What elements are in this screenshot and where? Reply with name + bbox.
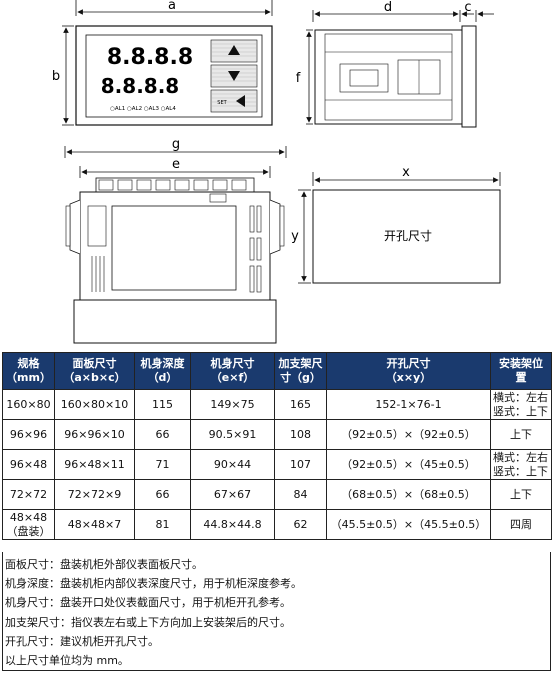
header-body-size: 机身尺寸（e×f） [190,352,275,390]
cell-cutout: （92±0.5）×（92±0.5） [326,419,491,450]
table-row: 96×48 96×48×11 71 90×44 107 （92±0.5）×（45… [2,449,552,480]
front-panel-view: a b 8.8.8.8 8.8.8.8 ○AL1 ○AL2 ○AL3 ○AL4 … [52,0,273,126]
cell-body: 90×44 [190,449,275,480]
cell-bracket: 107 [274,449,327,480]
note-line: 以上尺寸单位均为 mm。 [5,654,129,668]
dim-x-label: x [402,165,410,180]
dim-e-label: e [172,157,180,172]
left-arrow-icon[interactable] [236,95,245,107]
dim-b-label: b [52,69,60,84]
cell-bracket: 84 [274,479,327,510]
cell-install: 上下 [490,419,552,450]
note-line: 面板尺寸：盘装机柜外部仪表面板尺寸。 [5,558,203,571]
note-line: 机身深度：盘装机柜内部仪表深度尺寸，用于机柜深度参考。 [5,577,302,591]
cell-body: 90.5×91 [190,419,275,450]
cell-body: 149×75 [190,389,275,420]
cell-panel: 96×48×11 [54,449,135,480]
cell-spec: 160×80 [2,389,55,420]
cell-depth: 115 [134,389,191,420]
header-panel-size: 面板尺寸（a×b×c） [54,352,135,390]
cell-body: 44.8×44.8 [190,509,275,540]
cell-install: 四周 [490,509,552,540]
cell-install: 横式：左右竖式：上下 [490,449,552,480]
size-table: 规格（mm） 面板尺寸（a×b×c） 机身深度（d） 机身尺寸（e×f） 加支架… [2,352,552,540]
table-row: 160×80 160×80×10 115 149×75 165 152-1×76… [2,389,552,420]
dim-c-label: c [464,0,471,15]
cell-panel: 160×80×10 [54,389,135,420]
dim-d-label: d [384,0,392,15]
cell-panel: 48×48×7 [54,509,135,540]
cell-depth: 71 [134,449,191,480]
cell-cutout: （68±0.5）×（68±0.5） [326,479,491,510]
cell-spec: 48×48（盘装） [2,509,55,540]
down-arrow-icon[interactable] [228,71,240,81]
notes-box: 面板尺寸：盘装机柜外部仪表面板尺寸。 机身深度：盘装机柜内部仪表深度尺寸，用于机… [2,552,551,671]
header-cutout-size: 开孔尺寸（x×y） [326,352,491,390]
table-header-row: 规格（mm） 面板尺寸（a×b×c） 机身深度（d） 机身尺寸（e×f） 加支架… [2,352,552,390]
display-top: 8.8.8.8 [107,45,193,70]
cell-panel: 72×72×9 [54,479,135,510]
table-row: 72×72 72×72×9 66 67×67 84 （68±0.5）×（68±0… [2,479,552,510]
cell-panel: 96×96×10 [54,419,135,450]
cell-cutout: （92±0.5）×（45±0.5） [326,449,491,480]
set-label: SET [217,100,227,106]
cell-spec: 72×72 [2,479,55,510]
cell-body: 67×67 [190,479,275,510]
cell-cutout: 152-1×76-1 [326,389,491,420]
cell-bracket: 165 [274,389,327,420]
cell-spec: 96×48 [2,449,55,480]
top-bracket-view: g e [64,137,287,344]
header-body-depth: 机身深度（d） [134,352,191,390]
cell-spec: 96×96 [2,419,55,450]
dim-y-label: y [291,229,299,244]
note-line: 开孔尺寸：建议机柜开孔尺寸。 [5,634,159,648]
header-install-position: 安装架位置 [490,352,552,390]
dim-f-label: f [296,71,301,86]
display-bottom: 8.8.8.8 [101,74,179,98]
dim-a-label: a [168,0,176,13]
cell-bracket: 108 [274,419,327,450]
up-arrow-icon[interactable] [228,45,240,55]
note-line: 机身尺寸：盘装开口处仪表截面尺寸，用于机柜开孔参考。 [5,596,291,610]
side-view: d c f [296,0,494,128]
note-line: 加支架尺寸：指仪表左右或上下方向加上安装架后的尺寸。 [5,615,291,629]
cell-install: 上下 [490,479,552,510]
dim-g-label: g [172,137,180,152]
header-spec: 规格（mm） [2,352,55,390]
cell-depth: 81 [134,509,191,540]
cutout-view: x 开孔尺寸 y [291,165,501,284]
cell-install: 横式：左右竖式：上下 [490,389,552,420]
dimension-drawings: a b 8.8.8.8 8.8.8.8 ○AL1 ○AL2 ○AL3 ○AL4 … [52,0,501,344]
table-row: 48×48（盘装） 48×48×7 81 44.8×44.8 62 （45.5±… [2,509,552,540]
cell-cutout: （45.5±0.5）×（45.5±0.5） [326,509,491,540]
table-row: 96×96 96×96×10 66 90.5×91 108 （92±0.5）×（… [2,419,552,450]
cell-depth: 66 [134,419,191,450]
alarm-labels: ○AL1 ○AL2 ○AL3 ○AL4 [110,106,176,112]
header-bracket-size: 加支架尺寸（g） [274,352,327,390]
cell-bracket: 62 [274,509,327,540]
cutout-label: 开孔尺寸 [384,229,432,243]
cell-depth: 66 [134,479,191,510]
